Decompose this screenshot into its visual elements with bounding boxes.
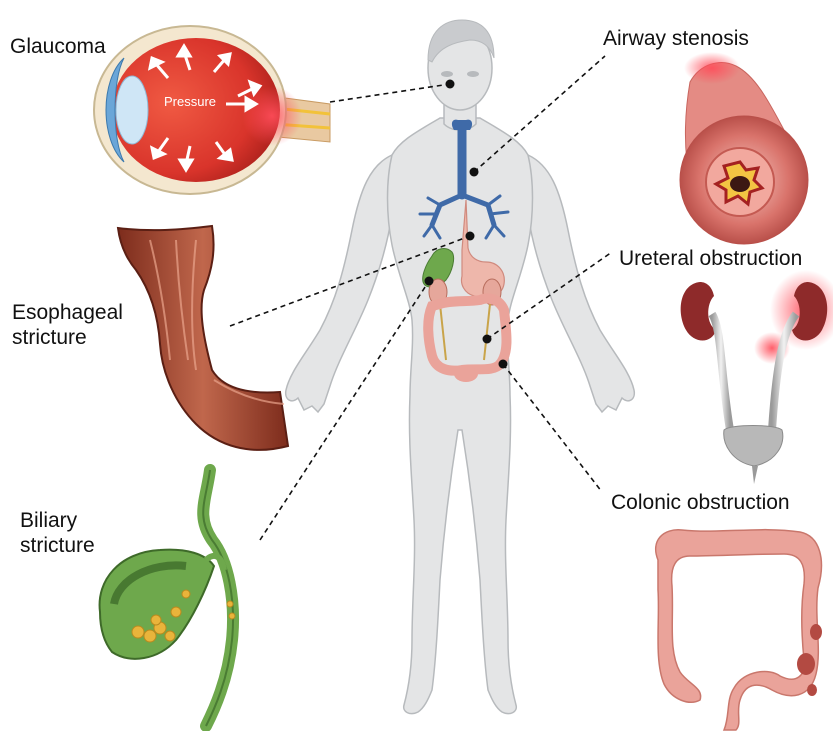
bile-duct (203, 470, 233, 726)
bladder-illustration (724, 426, 783, 467)
urinary-illustration (681, 270, 833, 484)
torso-and-legs (388, 118, 533, 714)
airway-stenosis-label: Airway stenosis (603, 26, 749, 51)
bladder (454, 366, 478, 382)
thyroid (452, 120, 472, 130)
pressure-label: Pressure (164, 94, 216, 109)
esophageal-illustration (118, 226, 288, 450)
glaucoma-connector (330, 84, 450, 102)
colonic-connector (503, 364, 602, 492)
human-body-figure (286, 20, 635, 714)
colonic-obstruction-label: Colonic obstruction (611, 490, 790, 515)
glaucoma-eye-illustration: Pressure (94, 26, 330, 194)
ureter-left-tube (712, 314, 730, 430)
ureteral-obstruction-label: Ureteral obstruction (619, 246, 802, 271)
right-arm (528, 155, 634, 412)
kidney-left-illustration (681, 282, 716, 341)
glow-optic (242, 86, 302, 146)
colon-illustration (656, 530, 822, 730)
lumen-core (730, 176, 750, 192)
esophageal-stricture-label: Esophageal stricture (12, 300, 123, 350)
glow-airway (684, 52, 740, 84)
colon-lesion-2 (810, 624, 822, 640)
colon-lesion-1 (797, 653, 815, 675)
colon-lesion-3 (807, 684, 817, 696)
left-eye (467, 71, 479, 77)
esophagus-tube (118, 226, 288, 450)
biliary-stricture-label: Biliary stricture (20, 508, 95, 558)
airway-illustration (680, 52, 808, 244)
right-eye (441, 71, 453, 77)
biliary-illustration (100, 470, 235, 726)
colon-tube (656, 530, 822, 730)
left-arm (286, 155, 392, 412)
lens (116, 76, 148, 144)
glaucoma-label: Glaucoma (10, 34, 106, 59)
